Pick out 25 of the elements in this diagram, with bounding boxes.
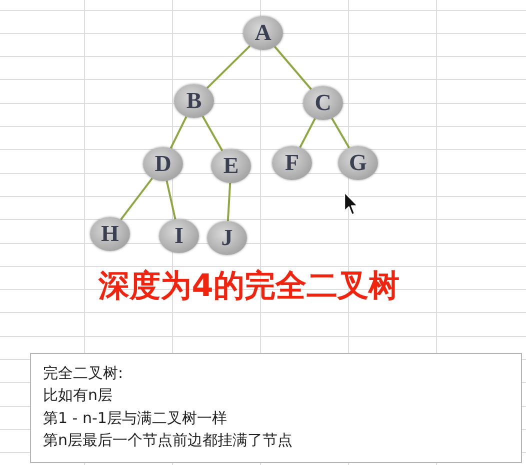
tree-node: A <box>243 16 283 50</box>
tree-node: I <box>159 219 199 253</box>
tree-node: F <box>272 146 312 180</box>
tree-node: G <box>338 146 378 180</box>
tree-node: H <box>90 217 130 251</box>
tree-node: D <box>143 147 183 181</box>
note-text: 第n层最后一个节点前边都挂满了节点 <box>43 430 293 450</box>
tree-node: E <box>211 149 251 183</box>
tree-node: C <box>303 86 343 120</box>
edge-line <box>206 45 251 89</box>
edge-line <box>226 182 232 222</box>
note-text: 比如有n层 <box>43 385 113 405</box>
edge-line <box>120 178 153 220</box>
edge-line <box>170 116 188 149</box>
edge-line <box>331 118 350 148</box>
note-text: 第1 - n-1层与满二叉树一样 <box>43 408 227 428</box>
note-heading: 完全二叉树: <box>43 363 124 383</box>
tree-node: J <box>207 221 247 255</box>
caption: 深度为4的完全二叉树 <box>98 268 400 304</box>
edge-line <box>274 46 312 90</box>
edge-line <box>202 116 224 152</box>
note-box <box>30 353 522 463</box>
tree-node: B <box>174 84 214 118</box>
edge-line <box>299 118 316 148</box>
edge-line <box>166 180 176 220</box>
